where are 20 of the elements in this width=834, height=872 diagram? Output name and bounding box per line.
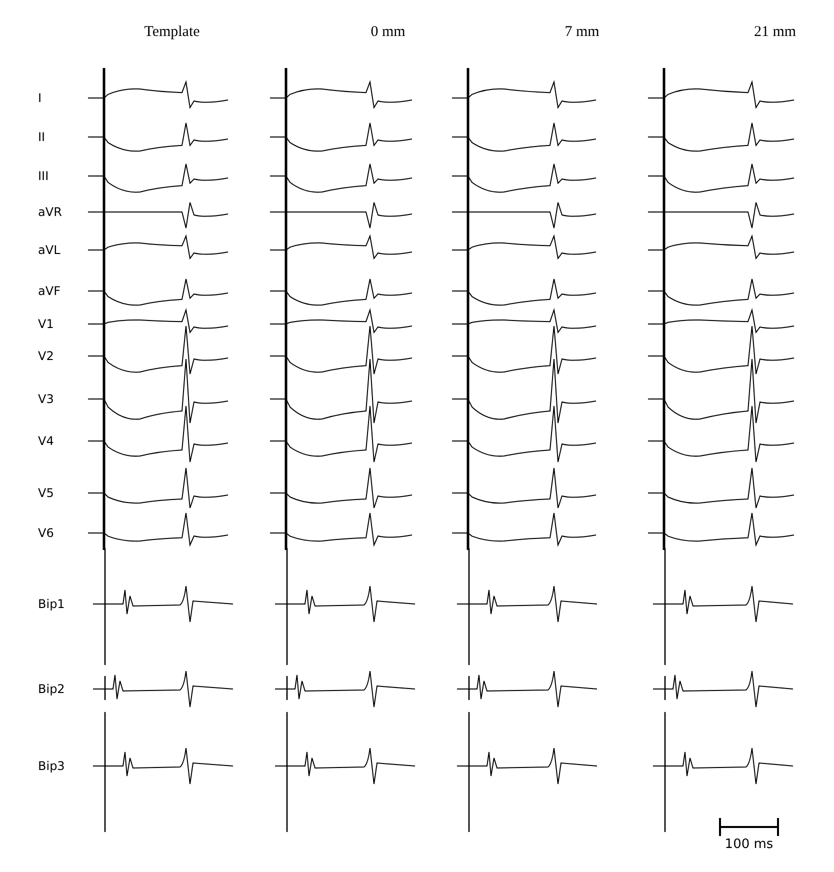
lead-label: II: [38, 131, 46, 143]
column-heading: 21 mm: [754, 25, 796, 40]
column-heading: 0 mm: [370, 25, 406, 40]
column-heading: Template: [144, 25, 200, 40]
lead-label: I: [38, 92, 42, 104]
lead-label: Bip1: [38, 598, 65, 610]
lead-label: V2: [38, 350, 54, 362]
lead-label: V3: [38, 393, 54, 405]
lead-label: V5: [38, 487, 54, 499]
lead-label: aVF: [38, 285, 60, 297]
lead-label: aVL: [38, 244, 60, 256]
lead-label: V4: [38, 435, 54, 447]
lead-label: III: [38, 170, 49, 182]
scale-label: 100 ms: [724, 838, 774, 851]
column-heading: 7 mm: [564, 25, 600, 40]
lead-label: V6: [38, 527, 54, 539]
lead-label: aVR: [38, 206, 62, 218]
lead-label: Bip3: [38, 760, 65, 772]
lead-label: V1: [38, 318, 54, 330]
lead-label: Bip2: [38, 683, 65, 695]
